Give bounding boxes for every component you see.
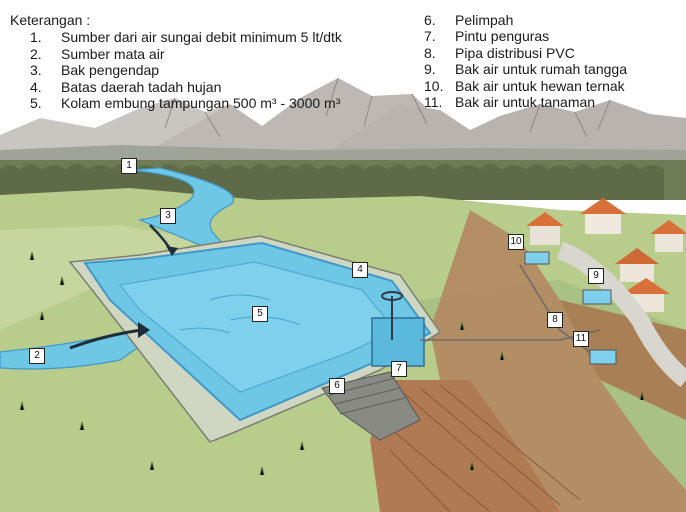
legend-item-9: 9.Bak air untuk rumah tangga xyxy=(424,61,627,78)
legend-item-10: 10.Bak air untuk hewan ternak xyxy=(424,77,625,94)
marker-10: 10 xyxy=(508,234,524,250)
legend-right: 6.Pelimpah 7.Pintu penguras 8.Pipa distr… xyxy=(424,12,627,110)
marker-1: 1 xyxy=(121,158,137,174)
legend-item-6: 6.Pelimpah xyxy=(424,12,514,28)
marker-5: 5 xyxy=(252,306,268,322)
marker-3: 3 xyxy=(160,208,176,224)
legend-title: Keterangan : xyxy=(10,12,91,28)
legend-item-5: 5.Kolam embung tampungan 500 m³ - 3000 m… xyxy=(30,95,341,112)
marker-4: 4 xyxy=(352,262,368,278)
grass-texture xyxy=(19,251,645,476)
village xyxy=(526,198,686,388)
legend-item-1: 1.Sumber dari air sungai debit minimum 5… xyxy=(30,29,342,46)
marker-2: 2 xyxy=(29,348,45,364)
marker-6: 6 xyxy=(329,378,345,394)
legend-left: Keterangan : 1.Sumber dari air sungai de… xyxy=(10,12,342,111)
flow-arrows xyxy=(69,224,178,350)
pond xyxy=(68,235,442,443)
marker-8: 8 xyxy=(547,312,563,328)
legend-item-8: 8.Pipa distribusi PVC xyxy=(424,44,575,61)
marker-9: 9 xyxy=(588,268,604,284)
legend-item-2: 2.Sumber mata air xyxy=(30,45,165,62)
legend-item-3: 3.Bak pengendap xyxy=(30,62,160,79)
marker-7: 7 xyxy=(391,361,407,377)
legend-item-7: 7.Pintu penguras xyxy=(424,28,550,45)
legend-item-4: 4.Batas daerah tadah hujan xyxy=(30,78,222,95)
marker-11: 11 xyxy=(573,331,589,347)
legend-item-11: 11.Bak air untuk tanaman xyxy=(424,94,596,111)
